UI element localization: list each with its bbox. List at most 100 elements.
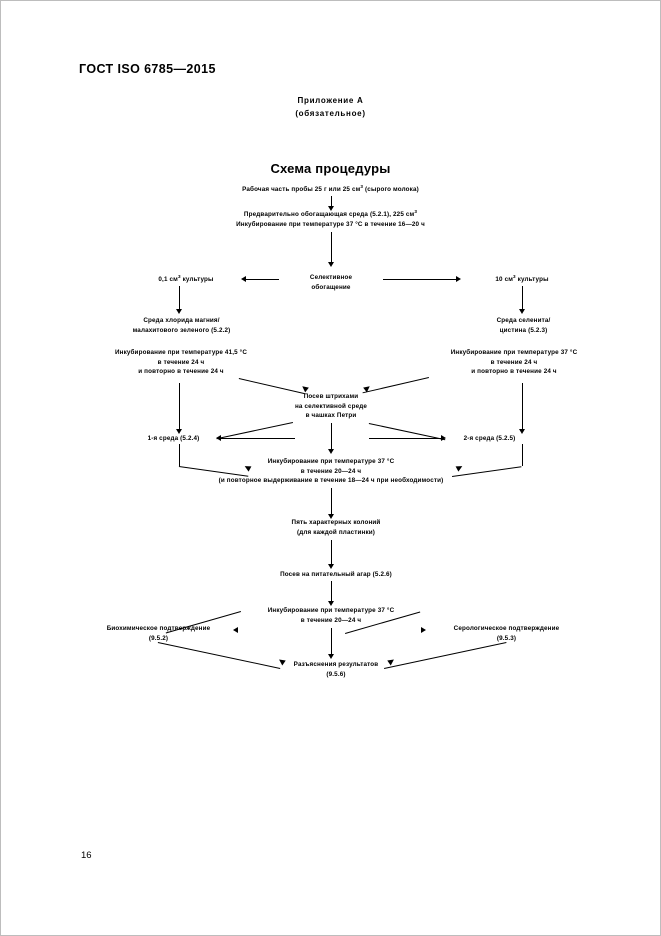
agar-incubation-line2: в течение 20—24 ч (300, 616, 362, 624)
connector-incubation-colonies (331, 488, 332, 516)
node-streak-plating: Посев штрихами на селективной среде в ча… (271, 392, 391, 421)
connector-preenrichment-selective (331, 232, 332, 264)
node-medium-2: 2-я среда (5.2.5) (463, 435, 516, 442)
node-selective-enrichment: Селективное обогащение (281, 273, 381, 292)
streak-plating-line2: на селективной среде (294, 402, 368, 410)
arrowhead-left-medium (176, 309, 182, 314)
right-volume-text-b: культуры (515, 276, 549, 283)
plate-incubation-line1: Инкубирование при температуре 37 °С (267, 458, 395, 465)
right-incubation-line1: Инкубирование при температуре 37 °С (450, 349, 578, 356)
left-incubation-line1: Инкубирование при температуре 41,5 °С (114, 349, 248, 356)
arrowhead-colonies (328, 514, 334, 519)
right-volume-text-a: 10 см (495, 276, 514, 283)
left-volume-text-b: культуры (180, 276, 214, 283)
connector-medium1-down (179, 444, 180, 466)
connector-medium1-horizontal (221, 438, 295, 439)
connector-rightincubation-streak (362, 377, 429, 394)
arrowhead-nutrient-agar (328, 564, 334, 569)
connector-colonies-agar (331, 540, 332, 566)
pre-enrichment-line1: Предварительно обогащающая среда (5.2.1)… (1, 208, 660, 220)
arrowhead-biochemical (233, 627, 238, 633)
connector-testportion-preenrichment (331, 196, 332, 208)
selective-enrichment-line2: обогащение (311, 283, 351, 291)
page-number: 16 (81, 850, 92, 861)
arrowhead-agar-incubation (328, 601, 334, 606)
colonies-line1: Пять характерных колоний (291, 519, 381, 526)
node-left-incubation: Инкубирование при температуре 41,5 °С в … (86, 348, 276, 377)
arrowhead-preenrichment (328, 206, 334, 211)
connector-left-column-down (179, 383, 180, 431)
node-biochemical-confirmation: Биохимическое подтверждение (9.5.2) (81, 624, 236, 643)
arrowhead-right-volume (456, 276, 461, 282)
left-incubation-line3: и повторно в течение 24 ч (138, 368, 224, 376)
annex-heading: Приложение А (обязательное) (1, 94, 660, 120)
node-left-culture-volume: 0,1 см3 культуры (131, 273, 241, 285)
connector-streak-incubation (331, 423, 332, 451)
node-left-medium: Среда хлорида магния/ малахитового зелен… (99, 316, 264, 335)
connector-selective-left (244, 279, 279, 280)
arrowhead-plate-incubation (328, 449, 334, 454)
node-agar-incubation: Инкубирование при температуре 37 °С в те… (181, 606, 481, 625)
scheme-title: Схема процедуры (270, 161, 391, 176)
left-volume-text-a: 0,1 см (158, 276, 178, 283)
serological-line1: Серологическое подтверждение (453, 625, 560, 632)
node-plate-incubation: Инкубирование при температуре 37 °С в те… (161, 457, 501, 486)
interpretation-line1: Разъяснения результатов (293, 661, 379, 668)
connector-streak-medium1 (216, 422, 293, 440)
test-portion-text-b: (сырого молока) (363, 186, 419, 193)
right-volume-sup: 3 (513, 273, 516, 279)
streak-plating-line3: в чашках Петри (305, 412, 357, 420)
plate-incubation-line2: в течение 20—24 ч (300, 467, 362, 475)
right-medium-line1: Среда селенита/ (496, 317, 551, 324)
node-right-medium: Среда селенита/ цистина (5.2.3) (461, 316, 586, 335)
right-medium-line2: цистина (5.2.3) (499, 326, 548, 334)
annex-obligatory-label: (обязательное) (295, 109, 366, 118)
node-serological-confirmation: Серологическое подтверждение (9.5.3) (429, 624, 584, 643)
node-pre-enrichment: Предварительно обогащающая среда (5.2.1)… (1, 208, 660, 229)
biochemical-line2: (9.5.2) (148, 634, 169, 642)
left-incubation-line2: в течение 24 ч (157, 358, 205, 366)
connector-rightvolume-rightmedium (522, 286, 523, 311)
streak-plating-line1: Посев штрихами (303, 393, 359, 400)
connector-medium2-down (522, 444, 523, 466)
arrowhead-interpretation (328, 654, 334, 659)
selective-enrichment-line1: Селективное (309, 274, 353, 281)
left-medium-line1: Среда хлорида магния/ (143, 317, 220, 324)
arrowhead-medium-2 (519, 429, 525, 434)
right-incubation-line2: в течение 24 ч (490, 358, 538, 366)
serological-line2: (9.5.3) (496, 634, 517, 642)
connector-incubation-interpretation (331, 628, 332, 656)
arrowhead-left-volume (241, 276, 246, 282)
standard-header: ГОСТ ISO 6785—2015 (79, 62, 216, 76)
node-medium-1: 1-я среда (5.2.4) (147, 435, 200, 442)
node-right-culture-volume: 10 см3 культуры (467, 273, 577, 285)
test-portion-text-a: Рабочая часть пробы 25 г или 25 см (242, 186, 361, 193)
test-portion-sup: 3 (360, 183, 364, 189)
agar-incubation-line1: Инкубирование при температуре 37 °С (267, 607, 395, 614)
node-nutrient-agar: Посев на питательный агар (5.2.6) (280, 571, 392, 578)
connector-selective-right (383, 279, 459, 280)
arrowhead-serological (421, 627, 426, 633)
colonies-line2: (для каждой пластинки) (296, 528, 376, 536)
connector-medium2-horizontal (369, 438, 443, 439)
right-incubation-line3: и повторно в течение 24 ч (471, 368, 557, 376)
connector-right-column-down (522, 383, 523, 431)
connector-agar-incubation (331, 581, 332, 603)
node-characteristic-colonies: Пять характерных колоний (для каждой пла… (251, 518, 421, 537)
interpretation-line2: (9.5.6) (326, 670, 346, 678)
arrowhead-selective-enrichment (328, 262, 334, 267)
node-interpretation-of-results: Разъяснения результатов (9.5.6) (256, 660, 416, 679)
node-test-portion: Рабочая часть пробы 25 г или 25 см3 (сыр… (1, 183, 660, 195)
connector-leftvolume-leftmedium (179, 286, 180, 311)
annex-label: Приложение А (297, 96, 364, 105)
left-volume-sup: 3 (177, 273, 181, 279)
node-right-incubation: Инкубирование при температуре 37 °С в те… (419, 348, 609, 377)
pre-enrichment-line2: Инкубирование при температуре 37 °С в те… (236, 220, 425, 228)
left-medium-line2: малахитового зеленого (5.2.2) (132, 326, 231, 334)
pre-enrichment-sup: 3 (414, 208, 418, 214)
arrowhead-medium2-diag (441, 435, 446, 441)
pre-enrichment-text-a: Предварительно обогащающая среда (5.2.1)… (243, 211, 415, 218)
plate-incubation-line3: (и повторное выдерживание в течение 18—2… (218, 477, 444, 485)
arrowhead-medium-1 (176, 429, 182, 434)
